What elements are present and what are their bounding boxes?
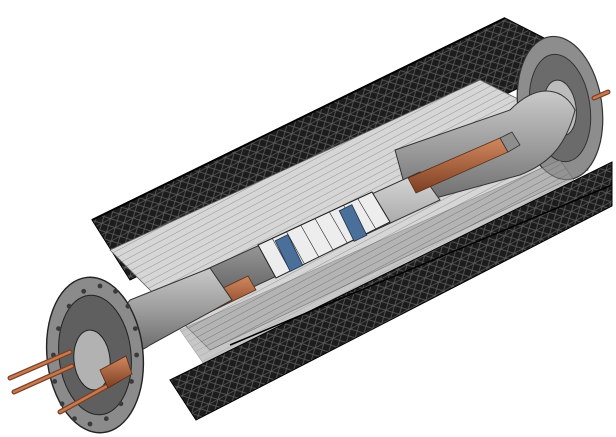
flange-bolt	[72, 416, 77, 422]
detector-segment-line	[300, 224, 320, 258]
detector-segment-line	[286, 231, 305, 265]
detector-segment-line	[257, 244, 277, 279]
copper-leads	[7, 349, 133, 415]
outer-truss-lower	[169, 161, 613, 421]
detector-segment-line	[371, 191, 391, 223]
detector-segment-line	[357, 198, 377, 230]
flange-bolt	[118, 401, 124, 407]
flange-bolt	[125, 303, 131, 309]
copper-lead-right	[591, 89, 611, 101]
flange-bolt	[59, 401, 65, 407]
flange-bolt	[129, 379, 134, 384]
flange-bolt	[81, 288, 87, 294]
flange-bolt	[113, 288, 118, 294]
flange-bolt	[97, 283, 103, 289]
flange-bolt	[103, 416, 109, 422]
flange-bolt	[66, 303, 72, 309]
flange-bolt	[134, 352, 140, 358]
detector-segment-line	[314, 218, 334, 251]
flange-bolt	[52, 379, 58, 384]
flange-bolt	[56, 326, 61, 331]
copper-strap-right	[407, 131, 521, 194]
central-detector	[257, 191, 391, 279]
detector-segment-line	[328, 211, 348, 244]
flange-bolt	[87, 421, 93, 427]
left-end-flange	[45, 276, 145, 434]
flange-bolt	[132, 326, 138, 331]
